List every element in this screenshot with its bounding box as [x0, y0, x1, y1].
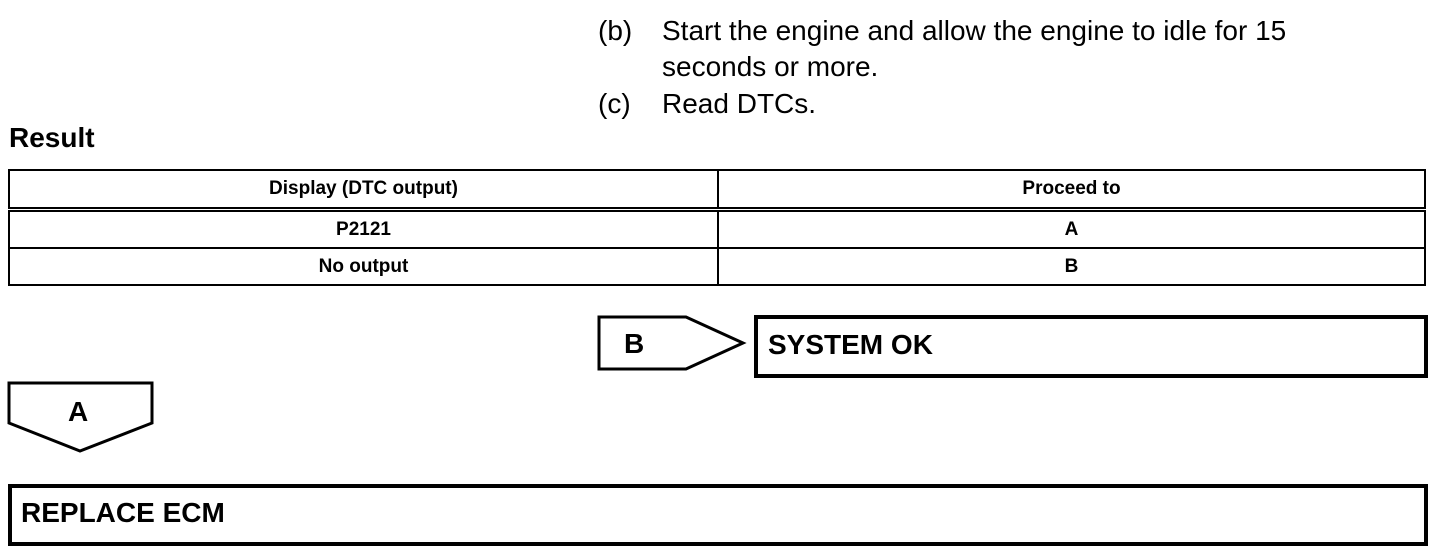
- column-header-proceed: Proceed to: [717, 169, 1426, 212]
- result-table: Display (DTC output) Proceed to P2121 A …: [8, 169, 1426, 286]
- a-arrow-label: A: [68, 396, 89, 427]
- table-cell: P2121: [8, 208, 719, 249]
- system-ok-label: SYSTEM OK: [768, 329, 933, 360]
- table-cell: No output: [8, 247, 719, 286]
- replace-ecm-label: REPLACE ECM: [21, 497, 225, 528]
- step-letter: (c): [598, 88, 631, 119]
- b-arrow-label: B: [624, 328, 645, 359]
- step-text: Start the engine and allow the engine to…: [662, 15, 1287, 82]
- step-text: Read DTCs.: [662, 88, 817, 119]
- table-row: No output B: [8, 247, 1426, 286]
- table-row: P2121 A: [8, 208, 1426, 249]
- table-header-row: Display (DTC output) Proceed to: [8, 169, 1426, 212]
- b-arrow-shape: [597, 315, 747, 371]
- column-header-display: Display (DTC output): [8, 169, 719, 212]
- table-cell: B: [717, 247, 1426, 286]
- table-cell: A: [717, 208, 1426, 249]
- step-letter: (b): [598, 15, 633, 46]
- result-heading: Result: [9, 122, 95, 153]
